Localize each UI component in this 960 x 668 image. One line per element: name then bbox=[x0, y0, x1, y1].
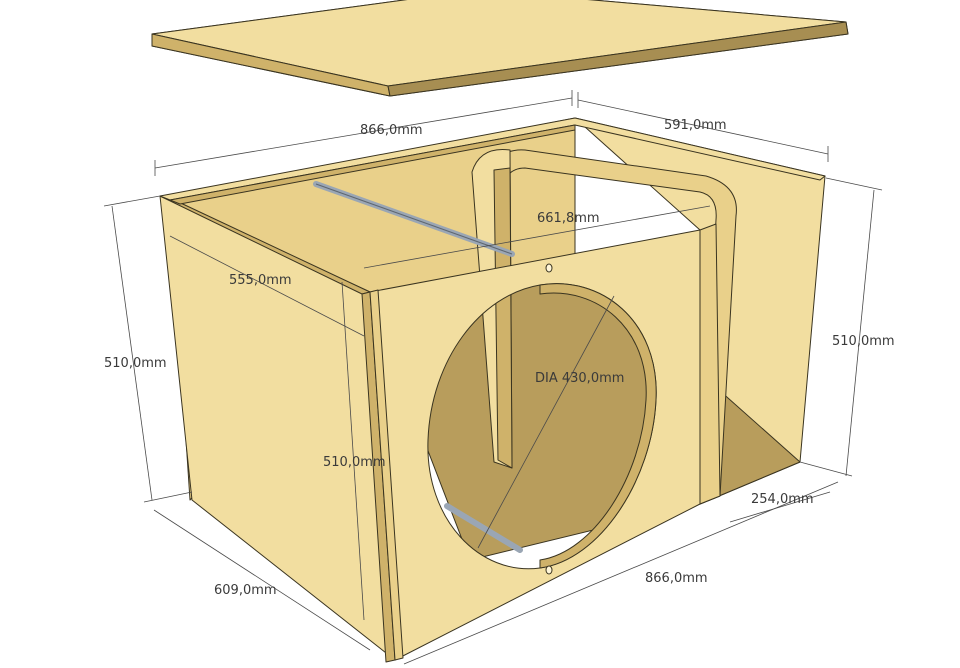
dimension-labels: 866,0mm 591,0mm 510,0mm 510,0mm 555,0mm … bbox=[104, 118, 895, 598]
dim-top-length: 866,0mm bbox=[360, 123, 423, 138]
dim-top-depth: 591,0mm bbox=[664, 118, 727, 133]
top-lid bbox=[151, 0, 849, 97]
dim-bottom-depth: 609,0mm bbox=[214, 583, 277, 598]
dim-inner-width: 661,8mm bbox=[537, 211, 600, 226]
screw-hole-bottom bbox=[545, 565, 553, 575]
dim-bottom-length: 866,0mm bbox=[645, 571, 708, 586]
right-front-edge bbox=[699, 223, 721, 505]
dim-port-width: 254,0mm bbox=[751, 492, 814, 507]
screw-holes bbox=[545, 263, 553, 575]
dim-left-height: 510,0mm bbox=[104, 356, 167, 371]
dimension-lines bbox=[103, 90, 883, 665]
driver-cutout-rim bbox=[539, 283, 657, 569]
top-rim bbox=[159, 117, 826, 205]
dim-driver-cutout: DIA 430,0mm bbox=[535, 371, 624, 386]
dim-inner-depth: 555,0mm bbox=[229, 273, 292, 288]
brace-rods bbox=[313, 181, 523, 553]
dim-right-height: 510,0mm bbox=[832, 334, 895, 349]
screw-hole-top bbox=[545, 263, 553, 273]
dim-inner-height: 510,0mm bbox=[323, 455, 386, 470]
